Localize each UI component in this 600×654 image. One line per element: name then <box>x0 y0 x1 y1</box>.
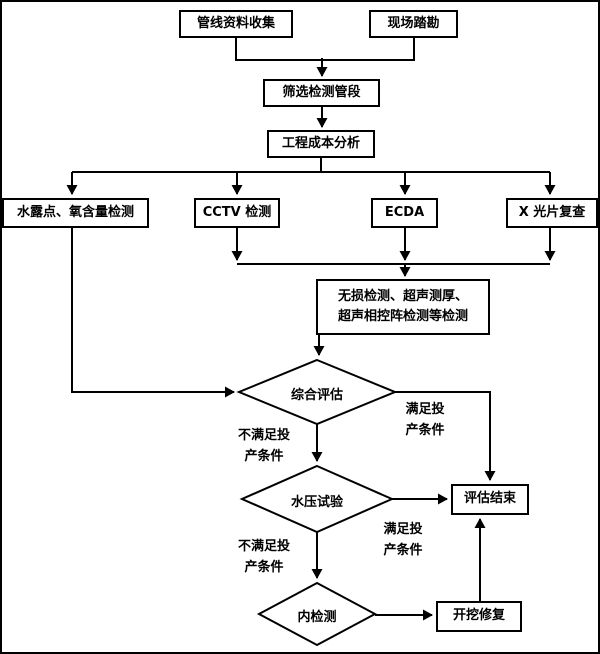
edge-label-hydro-meet-condition: 满足投 产条件 <box>383 522 423 558</box>
node-excavation-repair: 开挖修复 <box>436 601 522 632</box>
decision-label-comprehensive-evaluation: 综合评估 <box>290 388 343 403</box>
decision-comprehensive-evaluation <box>236 358 398 426</box>
edge-label-hydro-not-meet-condition: 不满足投 产条件 <box>237 539 290 575</box>
edge-label-evaluation-meet-condition: 满足投 产条件 <box>405 402 445 438</box>
node-cctv-detection: CCTV 检测 <box>194 198 280 228</box>
node-project-cost-analysis: 工程成本分析 <box>267 130 375 158</box>
node-screen-pipe-sections: 筛选检测管段 <box>263 79 380 107</box>
decision-label-hydrostatic-test: 水压试验 <box>290 495 343 510</box>
node-pipeline-data-collection: 管线资料收集 <box>179 10 293 38</box>
edge-label-evaluation-not-meet-condition: 不满足投 产条件 <box>237 428 290 464</box>
edge-site-survey-to-junction <box>322 38 415 61</box>
decision-internal-inspection <box>256 581 378 647</box>
edge-pipeline-data-to-junction <box>235 38 322 61</box>
node-site-survey: 现场踏勘 <box>369 10 458 38</box>
node-dew-point-oxygen-detection: 水露点、氧含量检测 <box>2 198 149 228</box>
node-ecda: ECDA <box>371 198 438 228</box>
node-xray-film-review: X 光片复查 <box>506 198 598 228</box>
node-ndt-ultrasonic-detection: 无损检测、超声测厚、 超声相控阵检测等检测 <box>316 279 490 335</box>
edge-dew-point-to-evaluation <box>71 228 235 398</box>
node-evaluation-end: 评估结束 <box>451 484 529 515</box>
decision-hydrostatic-test <box>239 464 395 534</box>
edge-evaluation-yes-to-end <box>395 391 496 481</box>
decision-label-internal-inspection: 内检测 <box>297 610 337 625</box>
